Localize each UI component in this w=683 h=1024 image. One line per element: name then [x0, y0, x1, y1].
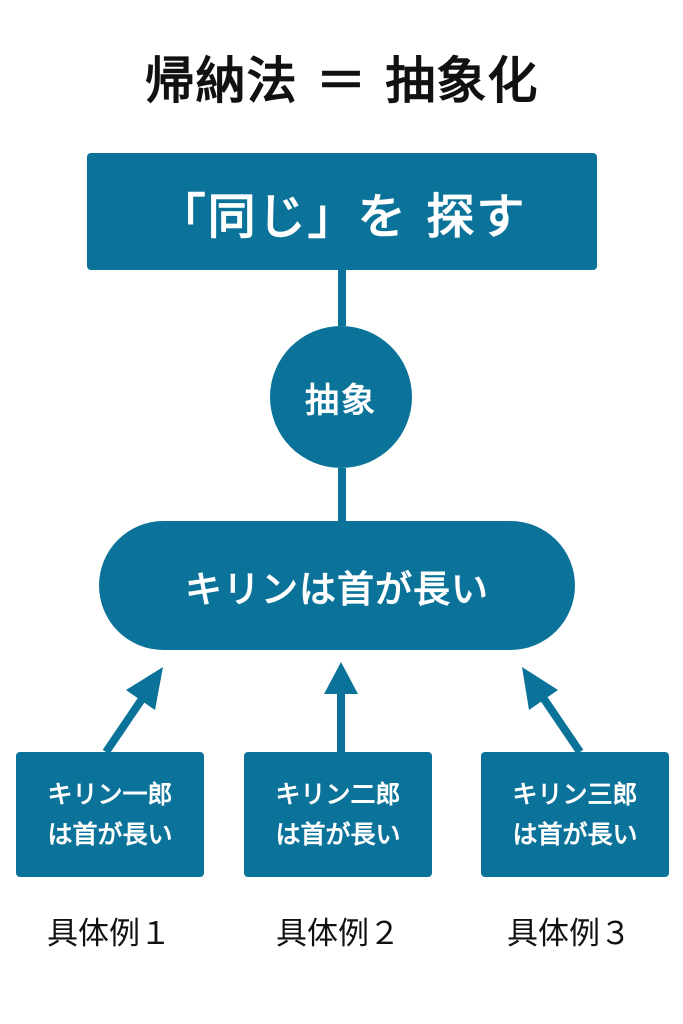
- abstract-label: 抽象: [305, 380, 377, 421]
- example-1-line1: キリン一郎: [47, 779, 173, 809]
- arrow-head-3: [522, 667, 558, 710]
- arrow-shaft-1: [102, 693, 148, 755]
- example-3-line2: は首が長い: [512, 819, 638, 849]
- arrow-head-2: [324, 662, 358, 694]
- example-caption-2: 具体例２: [276, 916, 400, 952]
- arrow-shaft-3: [538, 693, 584, 755]
- example-box-2: キリン二郎 は首が長い: [244, 752, 432, 877]
- example-2-line1: キリン二郎: [275, 779, 401, 809]
- example-box-3: キリン三郎 は首が長い: [481, 752, 669, 877]
- conclusion-label: キリンは首が長い: [185, 567, 489, 611]
- arrow-head-1: [126, 667, 163, 710]
- example-3-line1: キリン三郎: [512, 779, 638, 809]
- diagram-title: 帰納法 ＝ 抽象化: [144, 52, 539, 110]
- example-1-line2: は首が長い: [47, 819, 173, 849]
- conclusion-pill: キリンは首が長い: [99, 521, 575, 650]
- find-sameness-box: 「同じ」を 探す: [87, 153, 597, 270]
- abstract-node: 抽象: [270, 326, 412, 468]
- example-caption-1: 具体例１: [47, 916, 171, 952]
- example-2-line2: は首が長い: [275, 819, 401, 849]
- example-box-1: キリン一郎 は首が長い: [16, 752, 204, 877]
- find-sameness-label: 「同じ」を 探す: [157, 188, 527, 245]
- example-caption-3: 具体例３: [507, 916, 631, 952]
